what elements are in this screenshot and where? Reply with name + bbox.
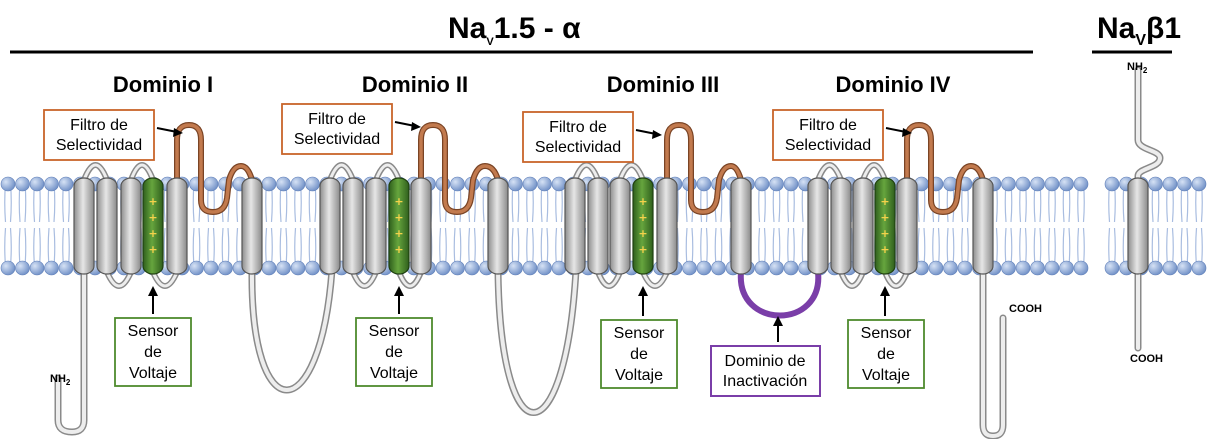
- sensor-label-1-1: Sensor: [128, 323, 179, 340]
- sensor-label-3-2: de: [630, 346, 648, 363]
- svg-text:+: +: [880, 243, 889, 256]
- sensor-label-2-2: de: [385, 344, 403, 361]
- c-terminus-label: COOH: [1009, 303, 1042, 315]
- svg-text:+: +: [638, 243, 647, 256]
- filter-label-3-2: Selectividad: [535, 139, 621, 156]
- helix-d1-s4: + + + +: [143, 178, 163, 274]
- helix-d1-s5: [167, 178, 187, 274]
- helix-d4-s6: [973, 178, 993, 274]
- helix-d3-s2: [588, 178, 608, 274]
- sensor-label-3-3: Voltaje: [615, 367, 663, 384]
- svg-text:+: +: [394, 195, 403, 208]
- helix-d2-s6: [488, 178, 508, 274]
- title-alpha: NaV1.5 - α: [448, 12, 581, 48]
- n-terminus-label: NH2: [50, 373, 71, 387]
- svg-text:+: +: [638, 227, 647, 240]
- helix-d2-s5: [411, 178, 431, 274]
- helix-d4-s5: [897, 178, 917, 274]
- sensor-label-2-1: Sensor: [369, 323, 420, 340]
- svg-text:+: +: [394, 243, 403, 256]
- svg-text:+: +: [638, 195, 647, 208]
- helix-d2-s4: + + + +: [389, 178, 409, 274]
- filter-label-2-1: Filtro de: [308, 111, 366, 128]
- sensor-label-3-1: Sensor: [614, 325, 665, 342]
- filter-label-1-1: Filtro de: [70, 117, 128, 134]
- title-beta: NaVβ1: [1097, 12, 1181, 49]
- helix-d3-s1: [565, 178, 585, 274]
- domain-title-3: Dominio III: [607, 72, 719, 97]
- filter-label-2-2: Selectividad: [294, 131, 380, 148]
- svg-text:+: +: [880, 211, 889, 224]
- helix-d1-s3: [121, 178, 141, 274]
- helix-d2-s2: [343, 178, 363, 274]
- helix-d3-s3: [610, 178, 630, 274]
- svg-text:+: +: [880, 195, 889, 208]
- helix-d4-s1: [808, 178, 828, 274]
- helix-d2-s3: [366, 178, 386, 274]
- sensor-label-4-3: Voltaje: [862, 367, 910, 384]
- domain-title-2: Dominio II: [362, 72, 468, 97]
- helix-d4-s4: + + + +: [875, 178, 895, 274]
- beta-subunit-helix: [1128, 178, 1148, 274]
- svg-text:+: +: [148, 211, 157, 224]
- svg-text:+: +: [638, 211, 647, 224]
- sensor-label-1-3: Voltaje: [129, 365, 177, 382]
- helix-d1-s2: [97, 178, 117, 274]
- svg-text:+: +: [148, 195, 157, 208]
- svg-text:+: +: [148, 227, 157, 240]
- inactivation-label-1: Dominio de: [725, 353, 806, 370]
- helix-d4-s3: [853, 178, 873, 274]
- svg-text:+: +: [148, 243, 157, 256]
- svg-text:+: +: [880, 227, 889, 240]
- helix-d3-s5: [657, 178, 677, 274]
- sensor-label-1-2: de: [144, 344, 162, 361]
- inactivation-label-2: Inactivación: [723, 373, 808, 390]
- sensor-label-4-2: de: [877, 346, 895, 363]
- filter-label-3-1: Filtro de: [549, 119, 607, 136]
- domain-title-1: Dominio I: [113, 72, 213, 97]
- sensor-label-2-3: Voltaje: [370, 365, 418, 382]
- helix-d2-s1: [320, 178, 340, 274]
- helix-d4-s2: [831, 178, 851, 274]
- filter-label-4-2: Selectividad: [785, 137, 871, 154]
- filter-label-4-1: Filtro de: [799, 117, 857, 134]
- beta-n-terminus-label: NH2: [1127, 61, 1148, 75]
- domain-title-4: Dominio IV: [836, 72, 951, 97]
- filter-label-1-2: Selectividad: [56, 137, 142, 154]
- helix-d1-s6: [242, 178, 262, 274]
- transmembrane-helices: + + + + + + + + + + + + + + + +: [74, 178, 1148, 274]
- svg-text:+: +: [394, 227, 403, 240]
- sensor-label-4-1: Sensor: [861, 325, 912, 342]
- svg-text:+: +: [394, 211, 403, 224]
- inactivation-loop: [741, 272, 818, 316]
- helix-d3-s4: + + + +: [633, 178, 653, 274]
- helix-d3-s6: [731, 178, 751, 274]
- helix-d1-s1: [74, 178, 94, 274]
- beta-c-terminus-label: COOH: [1130, 353, 1163, 365]
